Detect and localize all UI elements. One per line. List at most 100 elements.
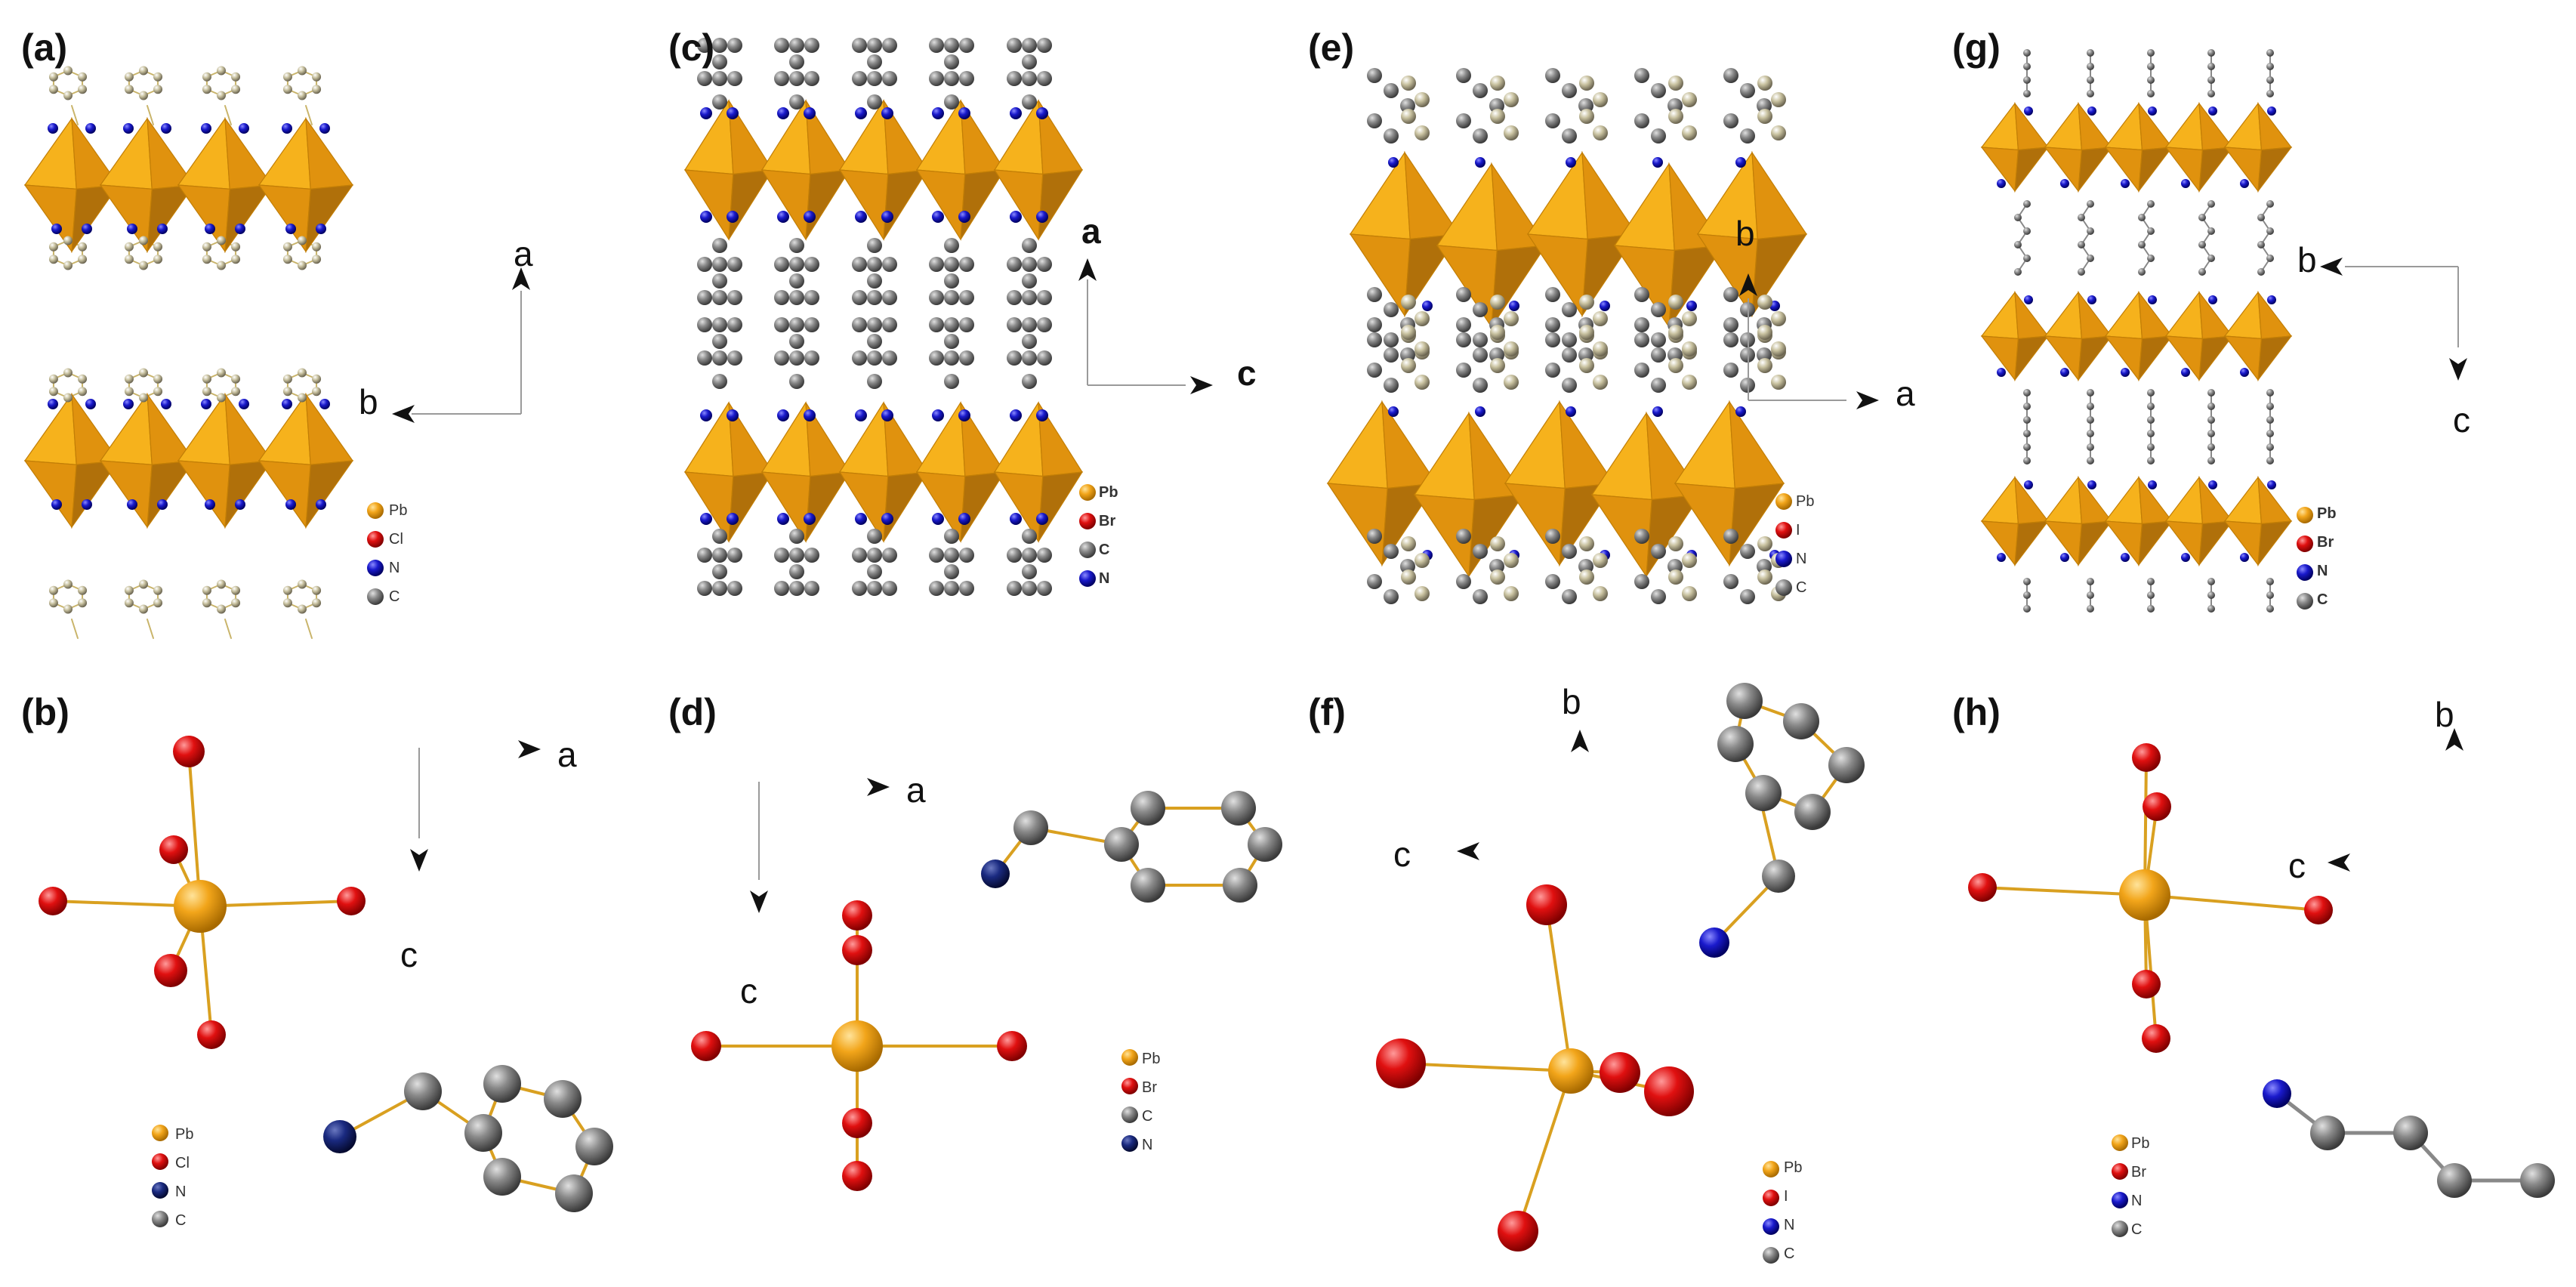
carbon-atom bbox=[697, 350, 712, 366]
axis-arrowhead bbox=[1571, 730, 1589, 752]
carbon-atom bbox=[1634, 68, 1649, 83]
halide-atom bbox=[2304, 896, 2333, 924]
carbon-atom bbox=[63, 604, 72, 614]
carbon-atom bbox=[1473, 332, 1488, 347]
carbon-atom bbox=[217, 66, 226, 76]
nitrogen-atom bbox=[2060, 368, 2069, 377]
carbon-atom bbox=[1545, 363, 1560, 378]
carbon-atom bbox=[48, 255, 58, 264]
carbon-atom bbox=[2147, 389, 2155, 397]
carbon-atom bbox=[2087, 255, 2094, 262]
carbon-atom bbox=[1367, 332, 1382, 347]
carbon-atom bbox=[231, 255, 241, 264]
carbon-atom bbox=[852, 290, 867, 305]
carbon-atom bbox=[1384, 83, 1399, 98]
pbx6-octahedron-face bbox=[147, 184, 196, 254]
carbon-atom bbox=[282, 242, 292, 252]
pbx6-octahedron-face bbox=[1980, 291, 2019, 340]
nitrogen-atom bbox=[1735, 406, 1746, 417]
nitrogen-atom bbox=[2181, 368, 2190, 377]
carbon-atom bbox=[1682, 553, 1697, 568]
carbon-atom bbox=[2207, 389, 2215, 397]
panel-g-axis-left-label: b bbox=[2297, 240, 2317, 279]
panel-e-axis-up-label: b bbox=[1735, 214, 1755, 253]
carbon-atom bbox=[1545, 287, 1560, 302]
pbx6-octahedron-face bbox=[838, 169, 889, 241]
panel-h-legend: Pb Br N C bbox=[2131, 1135, 2149, 1238]
carbon-atom bbox=[867, 564, 882, 579]
carbon-atom bbox=[2087, 457, 2094, 464]
nitrogen-atom bbox=[2208, 106, 2217, 116]
carbon-atom bbox=[312, 598, 322, 608]
panel-h-legend-item: Pb bbox=[2131, 1135, 2149, 1152]
pbx6-octahedron-face bbox=[224, 460, 273, 529]
carbon-atom bbox=[789, 317, 804, 332]
carbon-atom bbox=[1037, 38, 1052, 53]
nitrogen-atom bbox=[2181, 553, 2190, 562]
carbon-atom bbox=[959, 350, 974, 366]
carbon-atom bbox=[1490, 295, 1505, 310]
carbon-atom bbox=[1456, 363, 1471, 378]
carbon-atom bbox=[1022, 317, 1037, 332]
pbx6-octahedron-face bbox=[71, 460, 120, 529]
carbon-atom bbox=[1022, 54, 1037, 69]
carbon-atom bbox=[1007, 350, 1022, 366]
carbon-atom bbox=[2138, 268, 2146, 276]
pbx6-octahedron-face bbox=[2014, 335, 2050, 381]
pbx6-octahedron-face bbox=[1413, 412, 1475, 501]
nitrogen-atom bbox=[123, 123, 134, 134]
carbon-atom bbox=[2147, 430, 2155, 437]
nitrogen-atom bbox=[932, 513, 944, 525]
carbon-atom bbox=[1037, 317, 1052, 332]
pbx6-octahedron-face bbox=[2164, 476, 2204, 525]
carbon-atom bbox=[1022, 38, 1037, 53]
carbon-atom bbox=[1007, 38, 1022, 53]
pbx6-octahedron-face bbox=[1436, 245, 1498, 329]
carbon-atom bbox=[202, 72, 211, 82]
carbon-atom bbox=[1367, 317, 1382, 332]
carbon-atom bbox=[2147, 255, 2155, 262]
carbon-atom bbox=[1545, 317, 1560, 332]
carbon-atom bbox=[2078, 214, 2085, 221]
bond bbox=[147, 105, 154, 125]
nitrogen-atom bbox=[319, 123, 330, 134]
carbon-atom bbox=[2207, 76, 2215, 84]
nitrogen-atom bbox=[1388, 406, 1399, 417]
carbon-atom bbox=[78, 85, 88, 94]
carbon-atom bbox=[1473, 83, 1488, 98]
carbon-atom bbox=[153, 255, 163, 264]
carbon-atom bbox=[1013, 810, 1048, 845]
pbx6-octahedron-face bbox=[1326, 483, 1388, 566]
halide-atom bbox=[1376, 1039, 1426, 1088]
carbon-atom bbox=[789, 38, 804, 53]
halide-atom bbox=[197, 1020, 226, 1049]
carbon-atom bbox=[555, 1174, 593, 1212]
panel-d-legend-item: Br bbox=[1142, 1079, 1157, 1096]
panel-c-legend-item: C bbox=[1099, 542, 1109, 558]
carbon-atom bbox=[2087, 49, 2094, 57]
halide-atom bbox=[154, 954, 187, 987]
carbon-atom bbox=[1007, 290, 1022, 305]
panel-a-label: (a) bbox=[21, 26, 67, 69]
nitrogen-atom bbox=[881, 211, 893, 223]
carbon-atom bbox=[2266, 430, 2274, 437]
nitrogen-atom bbox=[2240, 179, 2249, 188]
carbon-atom bbox=[217, 236, 226, 245]
carbon-atom bbox=[2266, 90, 2274, 97]
carbon-atom bbox=[774, 581, 789, 596]
nitrogen-atom bbox=[319, 399, 330, 409]
carbon-atom bbox=[2087, 578, 2094, 585]
carbon-atom bbox=[202, 374, 211, 384]
carbon-atom bbox=[867, 334, 882, 349]
carbon-atom bbox=[1593, 125, 1608, 140]
halide-atom bbox=[2142, 1024, 2170, 1053]
carbon-atom bbox=[2257, 214, 2265, 221]
nitrogen-atom bbox=[855, 409, 867, 421]
panel-d-legend-item: Pb bbox=[1142, 1051, 1160, 1067]
nitrogen-atom bbox=[205, 224, 215, 234]
bond bbox=[1981, 886, 2146, 897]
nitrogen-atom bbox=[201, 399, 211, 409]
pbx6-octahedron-face bbox=[2044, 291, 2083, 340]
carbon-atom bbox=[1456, 287, 1471, 302]
nitrogen-atom bbox=[804, 211, 816, 223]
